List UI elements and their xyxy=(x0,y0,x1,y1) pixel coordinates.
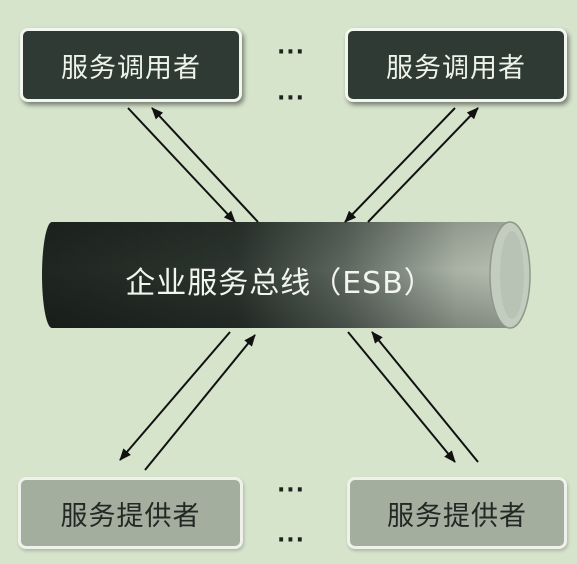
service-consumer-right: 服务调用者 xyxy=(345,28,567,102)
provider-ellipsis-1: ··· xyxy=(276,478,306,503)
arrow-provider-left-to-bus xyxy=(144,334,256,471)
arrow-consumer-left-to-bus xyxy=(127,107,236,223)
bus-body-shade xyxy=(42,222,530,328)
service-provider-left: 服务提供者 xyxy=(18,477,243,549)
arrow-bus-to-provider-right xyxy=(347,331,456,463)
arrow-bus-to-consumer-right xyxy=(367,107,479,223)
consumer-ellipsis-2: ··· xyxy=(276,86,306,111)
service-provider-right: 服务提供者 xyxy=(347,477,567,549)
service-consumer-left: 服务调用者 xyxy=(20,28,242,102)
consumer-ellipsis-1: ··· xyxy=(276,40,306,65)
arrow-consumer-right-to-bus xyxy=(344,107,456,223)
esb-bus xyxy=(42,221,531,329)
arrow-provider-right-to-bus xyxy=(371,331,479,463)
provider-ellipsis-2: ··· xyxy=(276,528,306,553)
arrow-bus-to-consumer-left xyxy=(151,107,259,223)
arrow-bus-to-provider-left xyxy=(119,331,231,461)
bus-end-cap-inner xyxy=(500,231,524,319)
bus-label: 企业服务总线（ESB） xyxy=(125,266,435,301)
